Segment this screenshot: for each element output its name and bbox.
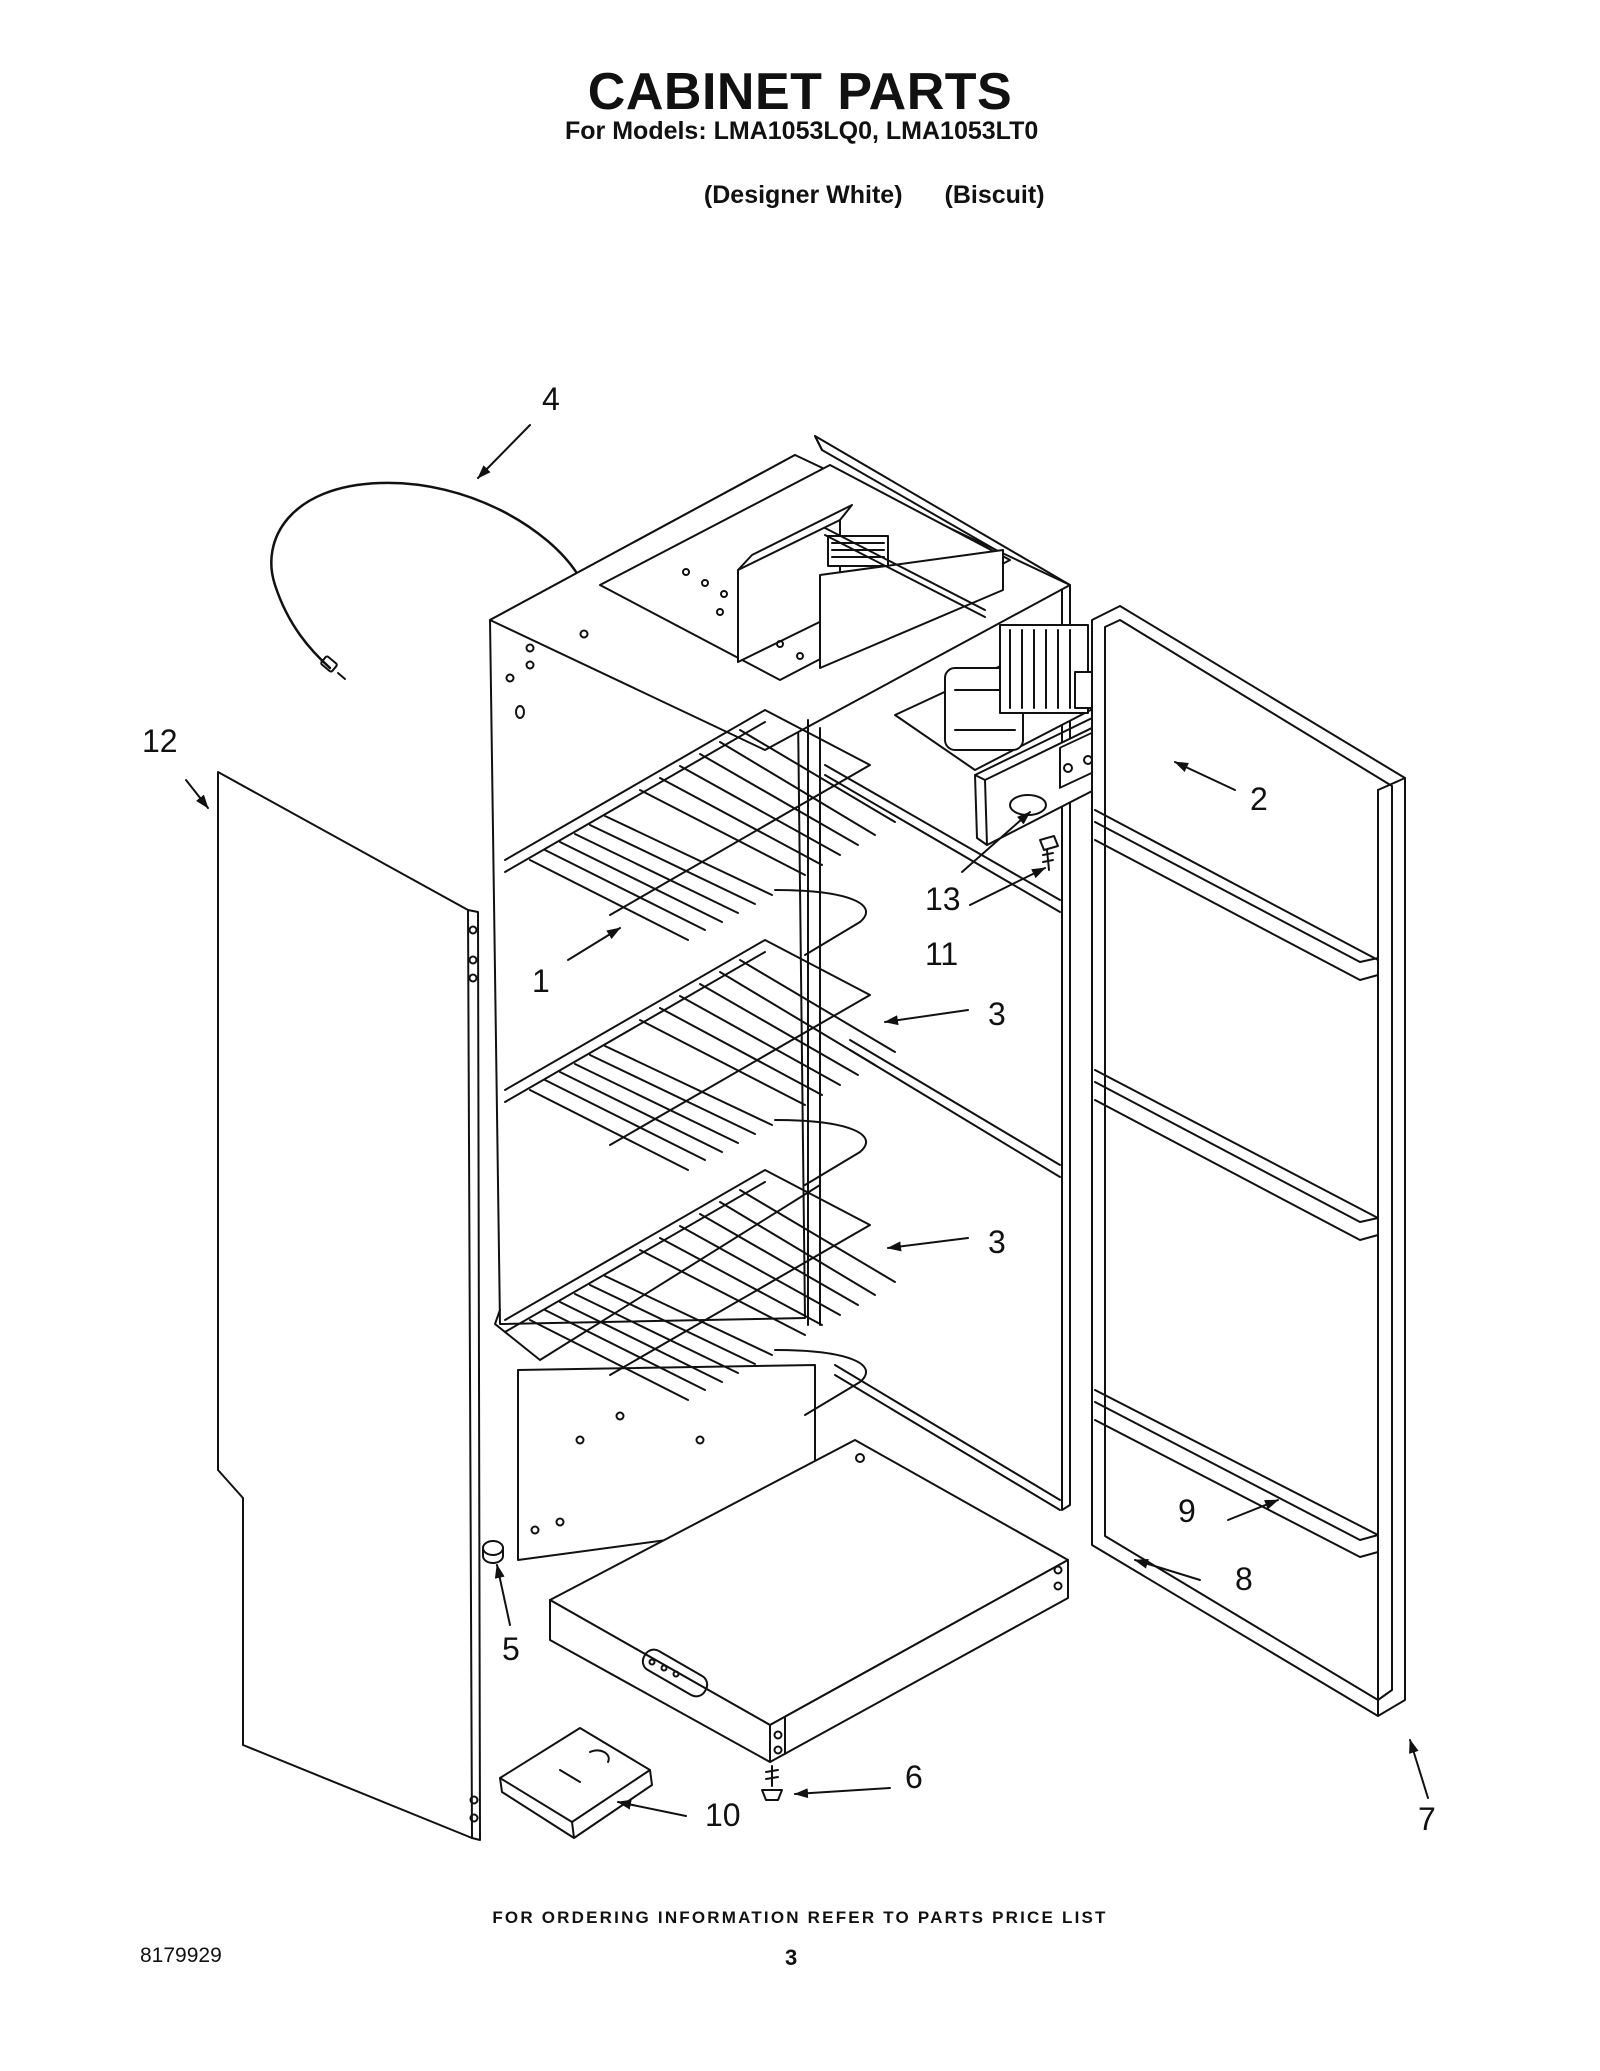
page-number: 3 bbox=[785, 1945, 798, 1970]
ordering-note: FOR ORDERING INFORMATION REFER TO PARTS … bbox=[492, 1908, 1108, 1927]
document-number: 8179929 bbox=[140, 1944, 222, 1967]
callout-5: 5 bbox=[502, 1631, 520, 1667]
callout-3a: 3 bbox=[988, 996, 1006, 1032]
callout-8: 8 bbox=[1235, 1561, 1253, 1597]
models-line: For Models: LMA1053LQ0, LMA1053LT0 bbox=[565, 117, 1039, 145]
cabinet-body-part bbox=[489, 435, 1173, 1561]
leader-lines bbox=[185, 424, 1429, 1817]
callout-7: 7 bbox=[1418, 1801, 1436, 1837]
color-designer-white: (Designer White) bbox=[703, 181, 903, 209]
leveling-leg-part-6 bbox=[761, 1765, 783, 1801]
callout-9: 9 bbox=[1178, 1493, 1196, 1529]
drip-tray-part-10 bbox=[499, 1727, 653, 1839]
callout-2: 2 bbox=[1250, 781, 1268, 817]
screw-part-11 bbox=[1039, 835, 1059, 871]
door-part bbox=[1091, 605, 1406, 1717]
shelf-bottom-part-3 bbox=[504, 1169, 896, 1416]
callout-1: 1 bbox=[532, 963, 550, 999]
shelf-top-part-1 bbox=[504, 709, 896, 956]
shelf-middle-part-3 bbox=[504, 939, 896, 1186]
plug-part-5 bbox=[482, 1540, 504, 1564]
base-part bbox=[549, 1439, 1069, 1763]
side-panel-part bbox=[217, 771, 481, 1841]
callout-6: 6 bbox=[905, 1759, 923, 1795]
callout-13: 13 bbox=[925, 881, 961, 917]
power-cord-part bbox=[270, 481, 580, 680]
page-title: CABINET PARTS bbox=[587, 63, 1013, 121]
callout-10: 10 bbox=[705, 1797, 741, 1833]
callout-labels: 4 12 2 1 3 13 11 3 9 8 5 6 10 7 bbox=[142, 381, 1436, 1837]
callout-11: 11 bbox=[925, 936, 958, 972]
callout-4: 4 bbox=[542, 381, 560, 417]
model-colors: (Designer White) (Biscuit) bbox=[690, 152, 1045, 210]
callout-12: 12 bbox=[142, 723, 178, 759]
callout-3b: 3 bbox=[988, 1224, 1006, 1260]
door-bin-part-9 bbox=[1094, 809, 1379, 1558]
color-biscuit: (Biscuit) bbox=[944, 181, 1045, 209]
